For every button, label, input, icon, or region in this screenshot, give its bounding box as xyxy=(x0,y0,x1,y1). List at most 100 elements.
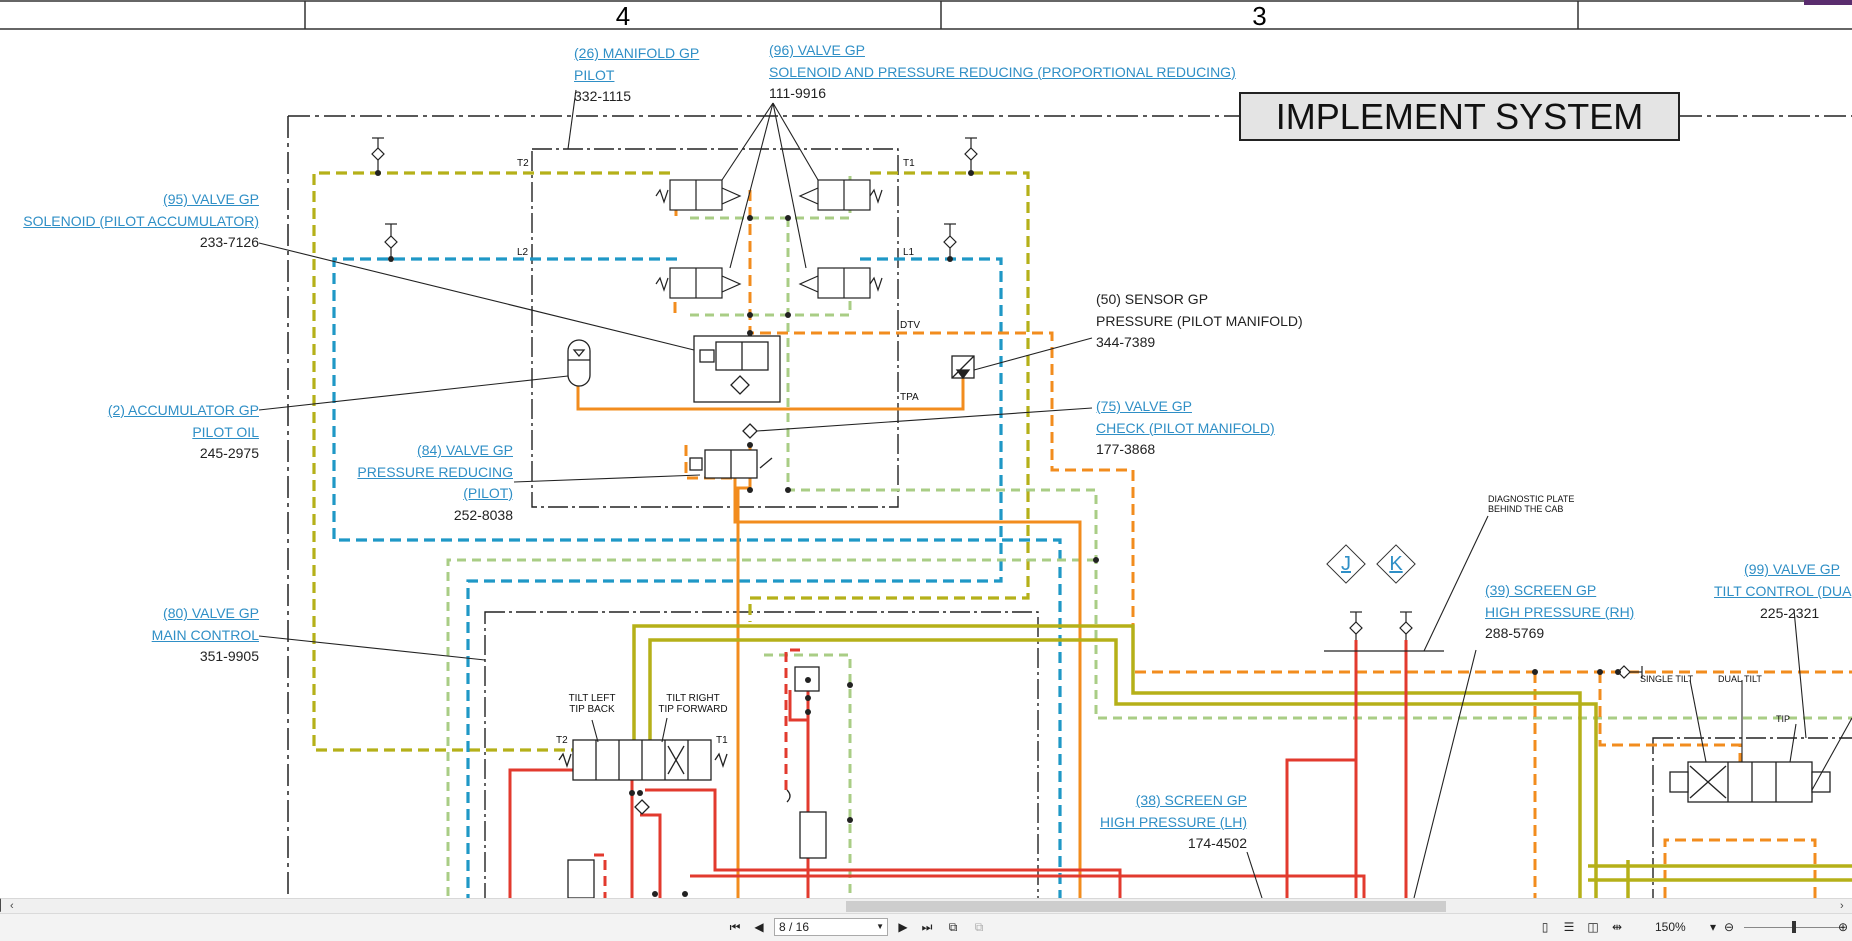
valve-99-name[interactable]: (99) VALVE GP xyxy=(1744,561,1840,577)
zoom-out-icon[interactable]: ⊖ xyxy=(1723,920,1735,934)
main-control-valve xyxy=(558,739,728,781)
valve-95-part: 233-7126 xyxy=(199,234,259,250)
red-dashed-lines xyxy=(594,648,800,898)
implement-boundary xyxy=(287,115,1852,898)
valve-84-desc-2[interactable]: (PILOT) xyxy=(463,485,513,501)
page-number-field[interactable]: 8 / 16 ▼ xyxy=(774,918,888,936)
accumulator-2-desc[interactable]: PILOT OIL xyxy=(192,423,259,440)
valve-75-desc[interactable]: CHECK (PILOT MANIFOLD) xyxy=(1096,419,1275,436)
valve-84-desc[interactable]: PRESSURE REDUCING xyxy=(357,463,513,480)
test-ports xyxy=(371,137,1643,679)
valve-96-desc[interactable]: SOLENOID AND PRESSURE REDUCING (PROPORTI… xyxy=(769,63,1236,80)
tip-back-text: TIP BACK xyxy=(569,704,615,715)
grid-column-4: 4 xyxy=(615,1,631,31)
port-tpa: TPA xyxy=(900,392,919,403)
valve-80-name[interactable]: (80) VALVE GP xyxy=(163,605,259,621)
sensor-50-part: 344-7389 xyxy=(1096,334,1156,350)
behind-cab-text: BEHIND THE CAB xyxy=(1488,504,1564,514)
pressure-reducing-valve xyxy=(689,449,773,479)
valve-80-desc[interactable]: MAIN CONTROL xyxy=(151,626,259,643)
valve-95-desc[interactable]: SOLENOID (PILOT ACCUMULATOR) xyxy=(23,212,259,229)
callout-screen-39[interactable]: (39) SCREEN GP HIGH PRESSURE (RH) 288-57… xyxy=(1485,580,1634,645)
callout-valve-96[interactable]: (96) VALVE GP SOLENOID AND PRESSURE REDU… xyxy=(769,40,1236,105)
prev-page-icon[interactable]: ◀ xyxy=(754,920,764,934)
manifold-26-desc[interactable]: PILOT xyxy=(574,66,615,83)
sensor-50-name: (50) SENSOR GP xyxy=(1096,291,1209,307)
port-l1: L1 xyxy=(903,247,915,258)
connector-j-label[interactable]: J xyxy=(1341,553,1351,575)
callout-accumulator-2[interactable]: (2) ACCUMULATOR GP PILOT OIL 245-2975 xyxy=(0,400,259,465)
valve-84-name[interactable]: (84) VALVE GP xyxy=(417,442,513,458)
chevron-down-icon[interactable]: ▼ xyxy=(876,922,884,931)
scroll-thumb[interactable] xyxy=(846,901,1446,912)
grid-column-3: 3 xyxy=(1252,1,1267,31)
diagnostic-plate-text: DIAGNOSTIC PLATE xyxy=(1488,494,1575,504)
copy-page-icon[interactable]: ⧉ xyxy=(948,920,958,934)
zoom-slider-thumb[interactable] xyxy=(1792,921,1796,933)
callout-screen-38[interactable]: (38) SCREEN GP HIGH PRESSURE (LH) 174-45… xyxy=(1080,790,1247,855)
pressure-sensor xyxy=(951,355,975,380)
first-page-icon[interactable]: ⏮ xyxy=(729,920,741,934)
valve-96-part: 111-9916 xyxy=(769,85,827,101)
main-check-valve xyxy=(634,799,650,815)
next-page-icon[interactable]: ▶ xyxy=(898,920,908,934)
valve-75-name[interactable]: (75) VALVE GP xyxy=(1096,398,1192,414)
accumulator-2-name[interactable]: (2) ACCUMULATOR GP xyxy=(107,402,259,418)
leader-lines xyxy=(258,89,1852,898)
manifold-26-name[interactable]: (26) MANIFOLD GP xyxy=(574,45,700,61)
pilot-manifold-box xyxy=(531,148,899,508)
label-dual-tilt: DUAL TILT xyxy=(1718,674,1762,684)
screen-38-name[interactable]: (38) SCREEN GP xyxy=(1135,792,1247,808)
screen-38-part: 174-4502 xyxy=(1187,835,1247,851)
callout-sensor-50[interactable]: (50) SENSOR GP PRESSURE (PILOT MANIFOLD)… xyxy=(1096,289,1303,354)
two-page-view-icon[interactable]: ◫ xyxy=(1587,920,1599,934)
status-bar: ⏮ ◀ 8 / 16 ▼ ▶ ⏭ ⧉ ⧉ ▯ ☰ ◫ ⇹ 150% ▾ ⊖ ⊕ xyxy=(0,913,1852,941)
valve-99-part: 225-2321 xyxy=(1760,605,1820,621)
screen-38-desc[interactable]: HIGH PRESSURE (LH) xyxy=(1099,813,1247,830)
accumulator xyxy=(567,339,591,387)
valve-95-name[interactable]: (95) VALVE GP xyxy=(163,191,259,207)
callout-valve-99-detail[interactable]: TILT CONTROL (DUA xyxy=(1714,581,1851,603)
callout-manifold-26[interactable]: (26) MANIFOLD GP PILOT 332-1115 xyxy=(574,43,699,108)
callout-valve-95[interactable]: (95) VALVE GP SOLENOID (PILOT ACCUMULATO… xyxy=(0,189,259,254)
tilt-control-valve xyxy=(1669,761,1831,803)
port-t1-main: T1 xyxy=(716,735,728,746)
scroll-right-icon[interactable]: › xyxy=(1840,900,1844,912)
label-diagnostic-plate: DIAGNOSTIC PLATE BEHIND THE CAB xyxy=(1488,494,1574,514)
accumulator-2-part: 245-2975 xyxy=(199,445,259,461)
manifold-26-part: 332-1115 xyxy=(574,88,632,104)
label-single-tilt: SINGLE TILT xyxy=(1640,674,1694,684)
screen-39-name[interactable]: (39) SCREEN GP xyxy=(1485,582,1597,598)
valve-96-name[interactable]: (96) VALVE GP xyxy=(769,42,865,58)
zoom-dropdown-icon[interactable]: ▾ xyxy=(1709,920,1717,934)
valve-99-desc[interactable]: TILT CONTROL (DUA xyxy=(1714,583,1852,599)
solenoid-valve-4 xyxy=(798,267,883,299)
single-page-view-icon[interactable]: ▯ xyxy=(1541,920,1549,934)
tilt-control-box xyxy=(1652,737,1852,898)
port-dtv: DTV xyxy=(900,320,920,331)
tip-forward-text: TIP FORWARD xyxy=(658,704,728,715)
scroll-left-icon[interactable]: ‹ xyxy=(10,900,14,912)
screen-39-part: 288-5769 xyxy=(1485,625,1545,641)
split-view-icon[interactable]: ⇹ xyxy=(1611,920,1623,934)
port-t2-main: T2 xyxy=(556,735,568,746)
callout-valve-80[interactable]: (80) VALVE GP MAIN CONTROL 351-9905 xyxy=(0,603,259,668)
paste-page-icon[interactable]: ⧉ xyxy=(974,920,984,934)
port-t1-top: T1 xyxy=(903,158,915,169)
connector-k-label[interactable]: K xyxy=(1389,553,1403,575)
callout-valve-75[interactable]: (75) VALVE GP CHECK (PILOT MANIFOLD) 177… xyxy=(1096,396,1275,461)
continuous-view-icon[interactable]: ☰ xyxy=(1563,920,1575,934)
last-page-icon[interactable]: ⏭ xyxy=(921,920,933,934)
zoom-in-icon[interactable]: ⊕ xyxy=(1837,920,1849,934)
port-t2-top: T2 xyxy=(517,158,529,169)
schematic-canvas[interactable]: 4 3 xyxy=(0,0,1852,898)
horizontal-scrollbar[interactable]: ▏ ‹ › xyxy=(0,898,1852,914)
zoom-level[interactable]: 150% xyxy=(1655,920,1686,934)
red-pressure-lines xyxy=(508,640,1408,898)
solenoid-valve-3 xyxy=(655,267,742,299)
callout-valve-99[interactable]: (99) VALVE GP xyxy=(1700,559,1840,581)
yellow-pilot-lines xyxy=(312,171,1030,752)
solenoid-valve-1 xyxy=(655,179,742,211)
screen-39-desc[interactable]: HIGH PRESSURE (RH) xyxy=(1485,603,1635,620)
callout-valve-84[interactable]: (84) VALVE GP PRESSURE REDUCING (PILOT) … xyxy=(300,440,513,526)
